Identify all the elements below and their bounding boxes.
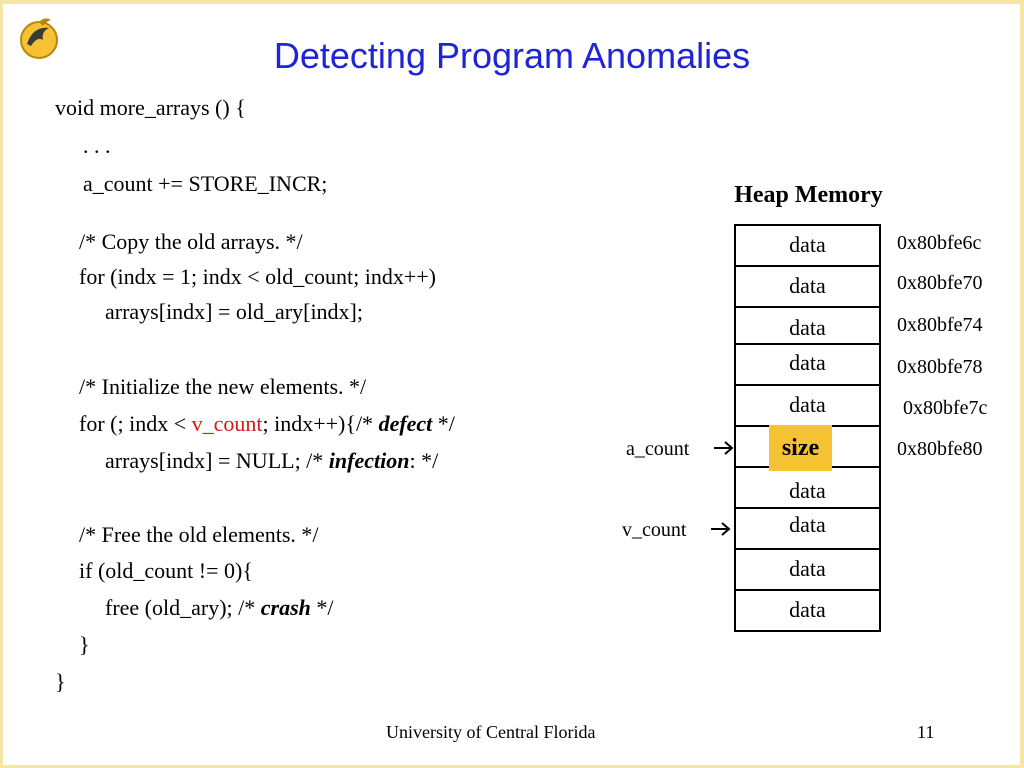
heap-divider: [734, 343, 881, 345]
code-text: for (; indx <: [79, 411, 192, 436]
code-line-for-init: for (; indx < v_count; indx++){/* defect…: [79, 410, 455, 438]
heap-cell: data: [734, 507, 881, 549]
heap-border: [734, 630, 881, 632]
code-line-comment-init: /* Initialize the new elements. */: [79, 374, 367, 399]
code-line-comment-free: /* Free the old elements. */: [79, 522, 319, 547]
heap-cell: data: [734, 384, 881, 426]
code-line-function: void more_arrays () {: [55, 95, 246, 120]
heap-cell: data: [734, 265, 881, 307]
ucf-pegasus-logo: [20, 18, 58, 59]
heap-cell: data: [734, 548, 881, 590]
heap-memory-title: Heap Memory: [734, 182, 883, 208]
heap-cell: data: [734, 589, 881, 631]
heap-divider: [734, 548, 881, 550]
slide-border-bottom: [0, 765, 1024, 768]
heap-divider: [734, 306, 881, 308]
page-number: 11: [917, 722, 935, 742]
defect-label: defect: [378, 411, 433, 436]
heap-cell: data: [734, 343, 881, 385]
heap-cell-size-slot: [734, 425, 881, 467]
code-text: free (old_ary); /*: [105, 595, 261, 620]
code-text: */: [310, 595, 334, 620]
heap-divider: [734, 589, 881, 591]
address-label: 0x80bfe74: [897, 314, 983, 336]
vcount-highlight: v_count: [191, 411, 263, 436]
heap-cell: data: [734, 306, 881, 344]
v-count-arrow-icon: [711, 522, 731, 536]
address-label: 0x80bfe70: [897, 272, 983, 294]
address-label: 0x80bfe6c: [897, 232, 982, 254]
heap-cell: data: [734, 466, 881, 508]
address-label: 0x80bfe80: [897, 438, 983, 460]
code-line-ellipsis: . . .: [83, 133, 111, 158]
code-text: */: [432, 411, 455, 436]
slide-border-top: [0, 0, 1024, 4]
heap-divider: [734, 265, 881, 267]
code-line-close-if: }: [79, 632, 90, 657]
crash-label: crash: [260, 595, 311, 620]
size-highlight: size: [769, 425, 832, 471]
heap-cell: data: [734, 224, 881, 266]
heap-divider: [734, 507, 881, 509]
code-line-comment-copy: /* Copy the old arrays. */: [79, 229, 303, 254]
code-line-assign-null: arrays[indx] = NULL; /* infection: */: [105, 447, 438, 475]
code-line-acount: a_count += STORE_INCR;: [83, 171, 328, 196]
code-line-assign-copy: arrays[indx] = old_ary[indx];: [105, 299, 363, 324]
a-count-arrow-icon: [714, 441, 734, 455]
code-text: arrays[indx] = NULL; /*: [105, 448, 329, 473]
a-count-pointer-label: a_count: [626, 438, 690, 460]
footer-university: University of Central Florida: [386, 722, 596, 742]
heap-border: [734, 224, 881, 226]
code-line-for-copy: for (indx = 1; indx < old_count; indx++): [79, 264, 436, 289]
heap-divider: [734, 384, 881, 386]
v-count-pointer-label: v_count: [622, 519, 687, 541]
code-line-close-fn: }: [55, 669, 66, 694]
code-text: : */: [409, 448, 439, 473]
code-text: ; indx++){/*: [262, 411, 379, 436]
code-line-if: if (old_count != 0){: [79, 558, 253, 583]
code-line-free: free (old_ary); /* crash */: [105, 594, 334, 622]
slide-border-right: [1020, 0, 1024, 768]
slide-border-left: [0, 0, 3, 768]
address-label: 0x80bfe78: [897, 356, 983, 378]
slide-title: Detecting Program Anomalies: [273, 35, 751, 76]
address-label: 0x80bfe7c: [903, 397, 988, 419]
infection-label: infection: [328, 448, 410, 473]
